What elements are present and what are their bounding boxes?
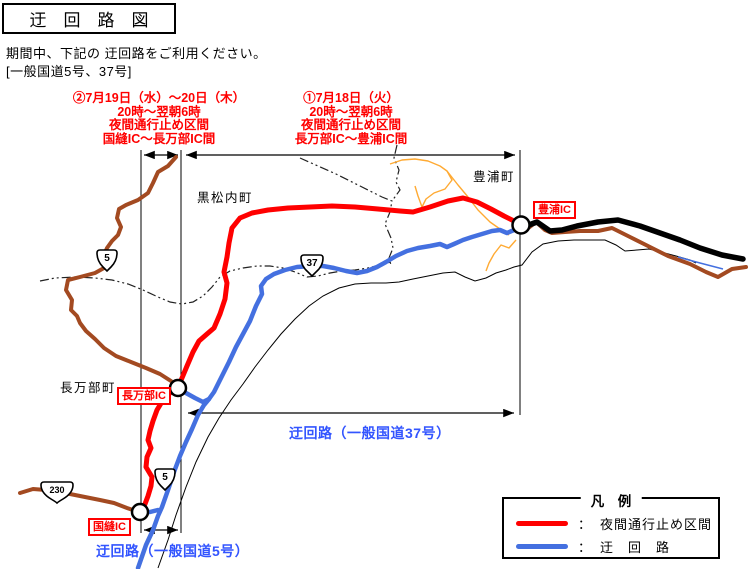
- legend-label-detour: 迂 回 路: [600, 540, 671, 555]
- dimension-guide-lines: [140, 150, 521, 533]
- legend-item-detour: ： 迂 回 路: [516, 537, 670, 556]
- orange-road-loop: [389, 158, 453, 208]
- intro-line1: 期間中、下記の 迂回路をご利用ください。: [6, 46, 267, 61]
- detour-caption-route37: 迂回路（一般国道37号）: [289, 425, 451, 441]
- blue-road-sliver-east: [677, 256, 724, 270]
- page-title: 迂 回 路 図: [29, 11, 149, 30]
- route230-shield: 230: [40, 481, 74, 505]
- dimension-arrows: [144, 150, 515, 535]
- detour-line-swatch: [516, 544, 568, 549]
- route5-south-shield: 5: [154, 468, 176, 492]
- ic-label-kunnui: 国縫IC: [88, 518, 131, 536]
- town-label-oshamambe: 長万部町: [60, 381, 117, 395]
- route230-road: [18, 487, 143, 514]
- closure-note-right: ①7月18日（火） 20時～翌朝6時 夜間通行止め区間 長万部IC～豊浦IC間: [294, 91, 408, 146]
- detour-caption-route5: 迂回路（一般国道5号）: [96, 543, 250, 559]
- closure-note-type: 夜間通行止め区間: [108, 118, 210, 132]
- oshamambe-ic-marker: [168, 378, 188, 398]
- boundary-lines: [39, 144, 401, 305]
- intro-line2: [一般国道5号、37号]: [6, 64, 132, 79]
- ic-label-toyoura: 豊浦IC: [533, 201, 576, 219]
- legend-label-closure: 夜間通行止め区間: [600, 517, 713, 532]
- boundary-fork: [391, 144, 401, 202]
- route5-north-road: [64, 155, 180, 390]
- toyoura-ic-marker: [511, 215, 531, 235]
- closed-section-road: [138, 195, 524, 515]
- expressway-east-road: [523, 217, 746, 262]
- route-shields: 5 5 37 230: [40, 249, 324, 505]
- route37-number: 37: [306, 258, 318, 269]
- route5-north-shield: 5: [96, 249, 118, 273]
- closure-note-section: 国縫IC～長万部IC間: [102, 131, 216, 146]
- orange-road-south: [485, 239, 517, 272]
- legend-separator: ：: [578, 517, 593, 532]
- page-title-box: 迂 回 路 図: [2, 3, 176, 34]
- closure-note-date: ①7月18日（火）: [303, 91, 399, 105]
- legend-separator: ：: [578, 540, 593, 555]
- route230-number: 230: [49, 485, 64, 495]
- legend-box: 凡 例 ： 夜間通行止め区間 ： 迂 回 路: [502, 490, 720, 559]
- legend-title: 凡 例: [580, 490, 642, 510]
- route5-south-number: 5: [162, 472, 168, 483]
- town-label-toyoura: 豊浦町: [473, 170, 516, 184]
- closure-note-section: 長万部IC～豊浦IC間: [294, 131, 408, 146]
- closure-note-time: 20時～翌朝6時: [309, 104, 393, 119]
- closure-note-left: ②7月19日（水）～20日（木） 20時～翌朝6時 夜間通行止め区間 国縫IC～…: [72, 91, 246, 146]
- detour-road-main: [135, 225, 523, 569]
- closed-section-line-swatch: [516, 521, 568, 526]
- ic-markers: [130, 215, 531, 522]
- closure-note-type: 夜間通行止め区間: [300, 118, 402, 132]
- kunnui-ic-marker: [130, 502, 150, 522]
- legend-item-closure: ： 夜間通行止め区間: [516, 514, 712, 533]
- closure-note-date: ②7月19日（水）～20日（木）: [72, 91, 246, 105]
- route37-shield: 37: [300, 254, 324, 278]
- ic-label-oshamambe: 長万部IC: [117, 387, 171, 405]
- detour-roads: [135, 225, 523, 569]
- closure-note-time: 20時～翌朝6時: [117, 104, 201, 119]
- town-label-kuromatsunai: 黒松内町: [197, 191, 254, 205]
- coastline: [157, 239, 697, 569]
- route5-north-number: 5: [104, 253, 110, 264]
